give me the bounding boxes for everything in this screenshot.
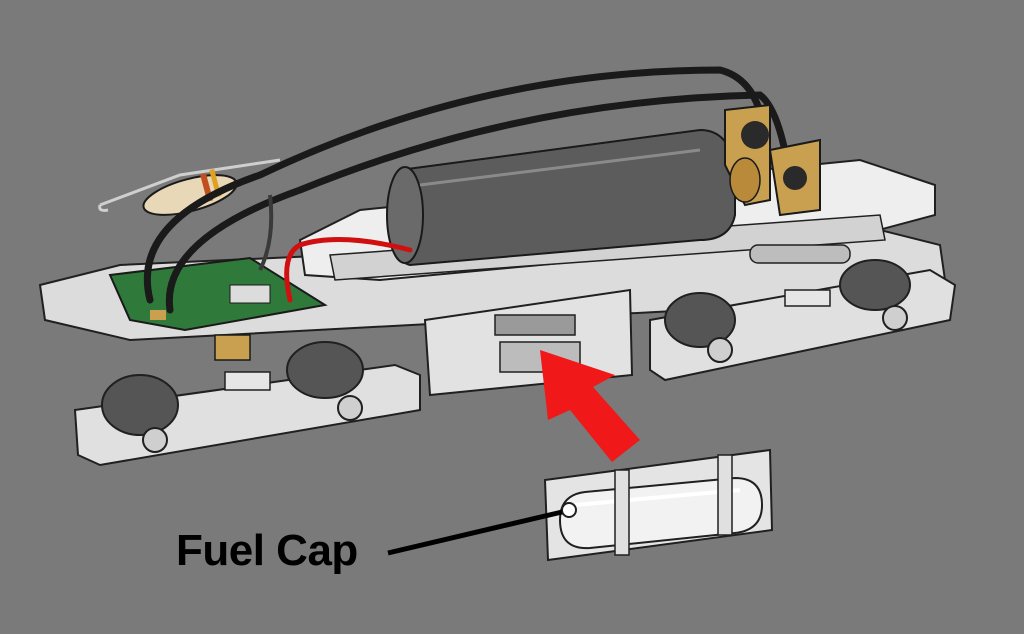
circuit-board xyxy=(108,256,328,361)
insertion-arrow xyxy=(540,350,640,462)
rear-truck xyxy=(649,259,957,382)
brass-contacts xyxy=(724,103,821,217)
fuel-cap-label: Fuel Cap xyxy=(176,526,358,575)
fuel-cap-marker xyxy=(561,502,577,518)
fuel-tank-housing xyxy=(423,288,634,397)
red-wire xyxy=(284,237,413,303)
fuel-tank-part xyxy=(543,448,774,562)
resistor xyxy=(98,158,281,216)
wires xyxy=(143,66,794,314)
front-truck xyxy=(73,341,421,467)
callout-leader-line xyxy=(387,509,563,556)
motor xyxy=(386,128,736,267)
